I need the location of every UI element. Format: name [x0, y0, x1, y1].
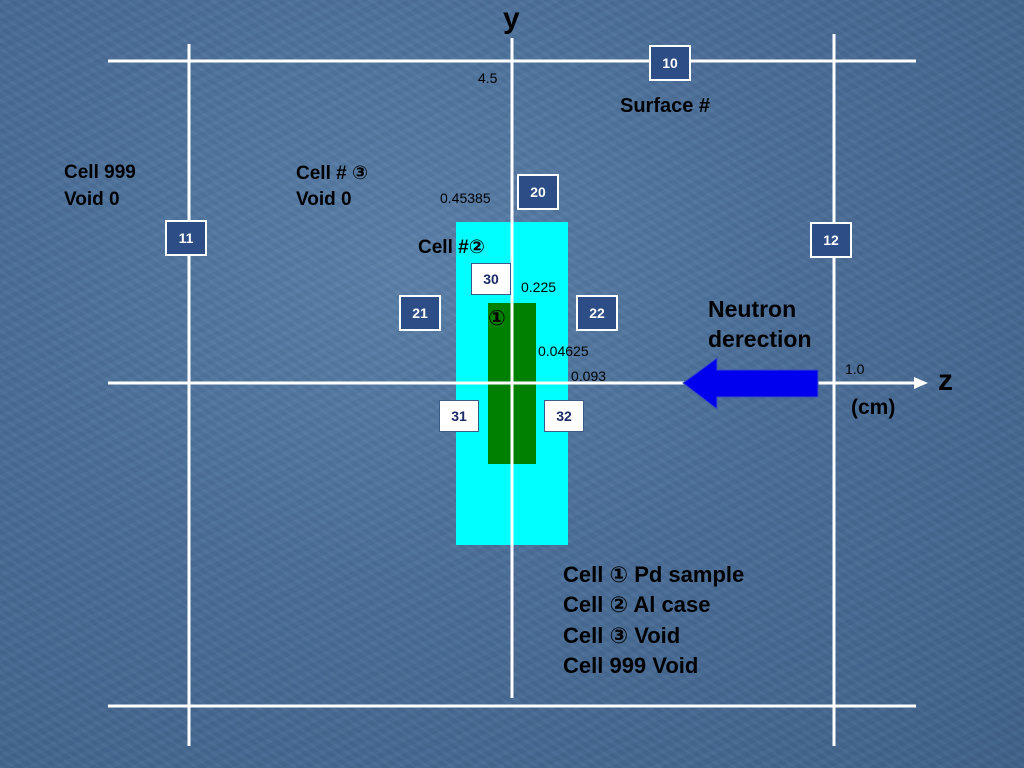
surface-box-20: 20	[517, 174, 559, 210]
surface-box-21: 21	[399, 295, 441, 331]
cell-999-void: Void 0	[64, 189, 120, 210]
cell-1-marker: ①	[488, 307, 506, 330]
legend-cell-999: Cell 999 Void	[563, 653, 699, 678]
surface-box-11: 11	[165, 220, 207, 256]
z-axis-label: z	[938, 364, 953, 397]
cell-3-void: Void 0	[296, 189, 352, 210]
surface-box-22: 22	[576, 295, 618, 331]
cell-3-label: Cell # ③	[296, 163, 369, 184]
dim-z-case: 0.225	[521, 279, 557, 295]
surface-label: Surface #	[620, 95, 711, 117]
unit-label: (cm)	[851, 396, 896, 419]
legend-cell-2: Cell ② Al case	[563, 592, 711, 617]
dim-y-case: 0.45385	[440, 190, 491, 206]
surface-box-30: 30	[471, 263, 511, 295]
dim-z-edge: 1.0	[845, 361, 865, 377]
dim-y-sample: 0.04625	[538, 343, 589, 359]
dim-y-top: 4.5	[478, 70, 498, 86]
cell-999-label: Cell 999	[64, 162, 136, 183]
legend-cell-1: Cell ① Pd sample	[563, 562, 745, 587]
neutron-label-line2: derection	[708, 326, 812, 352]
neutron-label-line1: Neutron	[708, 296, 797, 322]
surface-box-12: 12	[810, 222, 852, 258]
neutron-arrow	[682, 357, 819, 411]
surface-box-32: 32	[544, 400, 584, 432]
dim-z-sample: 0.093	[571, 368, 607, 384]
legend-cell-3: Cell ③ Void	[563, 623, 681, 648]
surface-box-10: 10	[649, 45, 691, 81]
z-axis-arrowhead	[914, 377, 928, 389]
y-axis-label: y	[503, 2, 520, 35]
surface-box-31: 31	[439, 400, 479, 432]
cell-2-label: Cell #②	[418, 237, 485, 258]
